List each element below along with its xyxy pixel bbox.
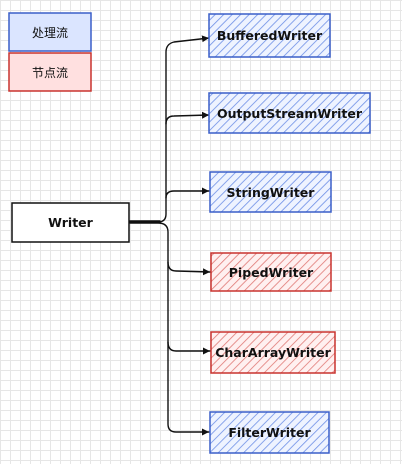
connector-string-writer <box>165 187 210 199</box>
node-string-writer-label: StringWriter <box>227 185 316 200</box>
node-filter-writer: FilterWriter <box>209 411 330 454</box>
node-writer-label: Writer <box>48 215 93 230</box>
node-string-writer: StringWriter <box>209 171 332 213</box>
node-buffered-writer-label: BufferedWriter <box>217 28 323 43</box>
node-output-stream-writer-box <box>208 92 371 134</box>
connectors <box>129 35 211 436</box>
legend-item-process-stream: 处理流 <box>8 12 92 52</box>
node-piped-writer: PipedWriter <box>210 252 332 292</box>
legend-label-node-stream: 节点流 <box>32 66 68 80</box>
legend-item-node-stream: 节点流 <box>8 52 92 92</box>
connector-piped-writer <box>167 261 211 276</box>
node-char-array-writer-box <box>210 331 336 374</box>
node-char-array-writer-label: CharArrayWriter <box>215 345 331 360</box>
node-piped-writer-box <box>210 252 332 292</box>
node-writer-box <box>11 202 130 243</box>
connector-char-array-writer <box>167 341 211 355</box>
node-buffered-writer: BufferedWriter <box>208 13 331 58</box>
legend-label-process-stream: 处理流 <box>32 26 68 40</box>
node-buffered-writer-box <box>208 13 331 58</box>
connector-lower-trunk <box>129 222 210 436</box>
node-writer: Writer <box>11 202 130 243</box>
node-piped-writer-label: PipedWriter <box>229 265 314 280</box>
connector-output-stream-writer <box>165 111 210 125</box>
node-char-array-writer: CharArrayWriter <box>210 331 336 374</box>
node-filter-writer-box <box>209 411 330 454</box>
node-filter-writer-label: FilterWriter <box>228 425 311 440</box>
legend-swatch-node-stream <box>8 52 92 92</box>
node-output-stream-writer: OutputStreamWriter <box>208 92 371 134</box>
node-output-stream-writer-label: OutputStreamWriter <box>217 106 363 121</box>
node-string-writer-box <box>209 171 332 213</box>
legend-swatch-process-stream <box>8 12 92 52</box>
connector-root-trunk <box>129 35 210 223</box>
legend: 处理流 节点流 <box>8 12 92 92</box>
